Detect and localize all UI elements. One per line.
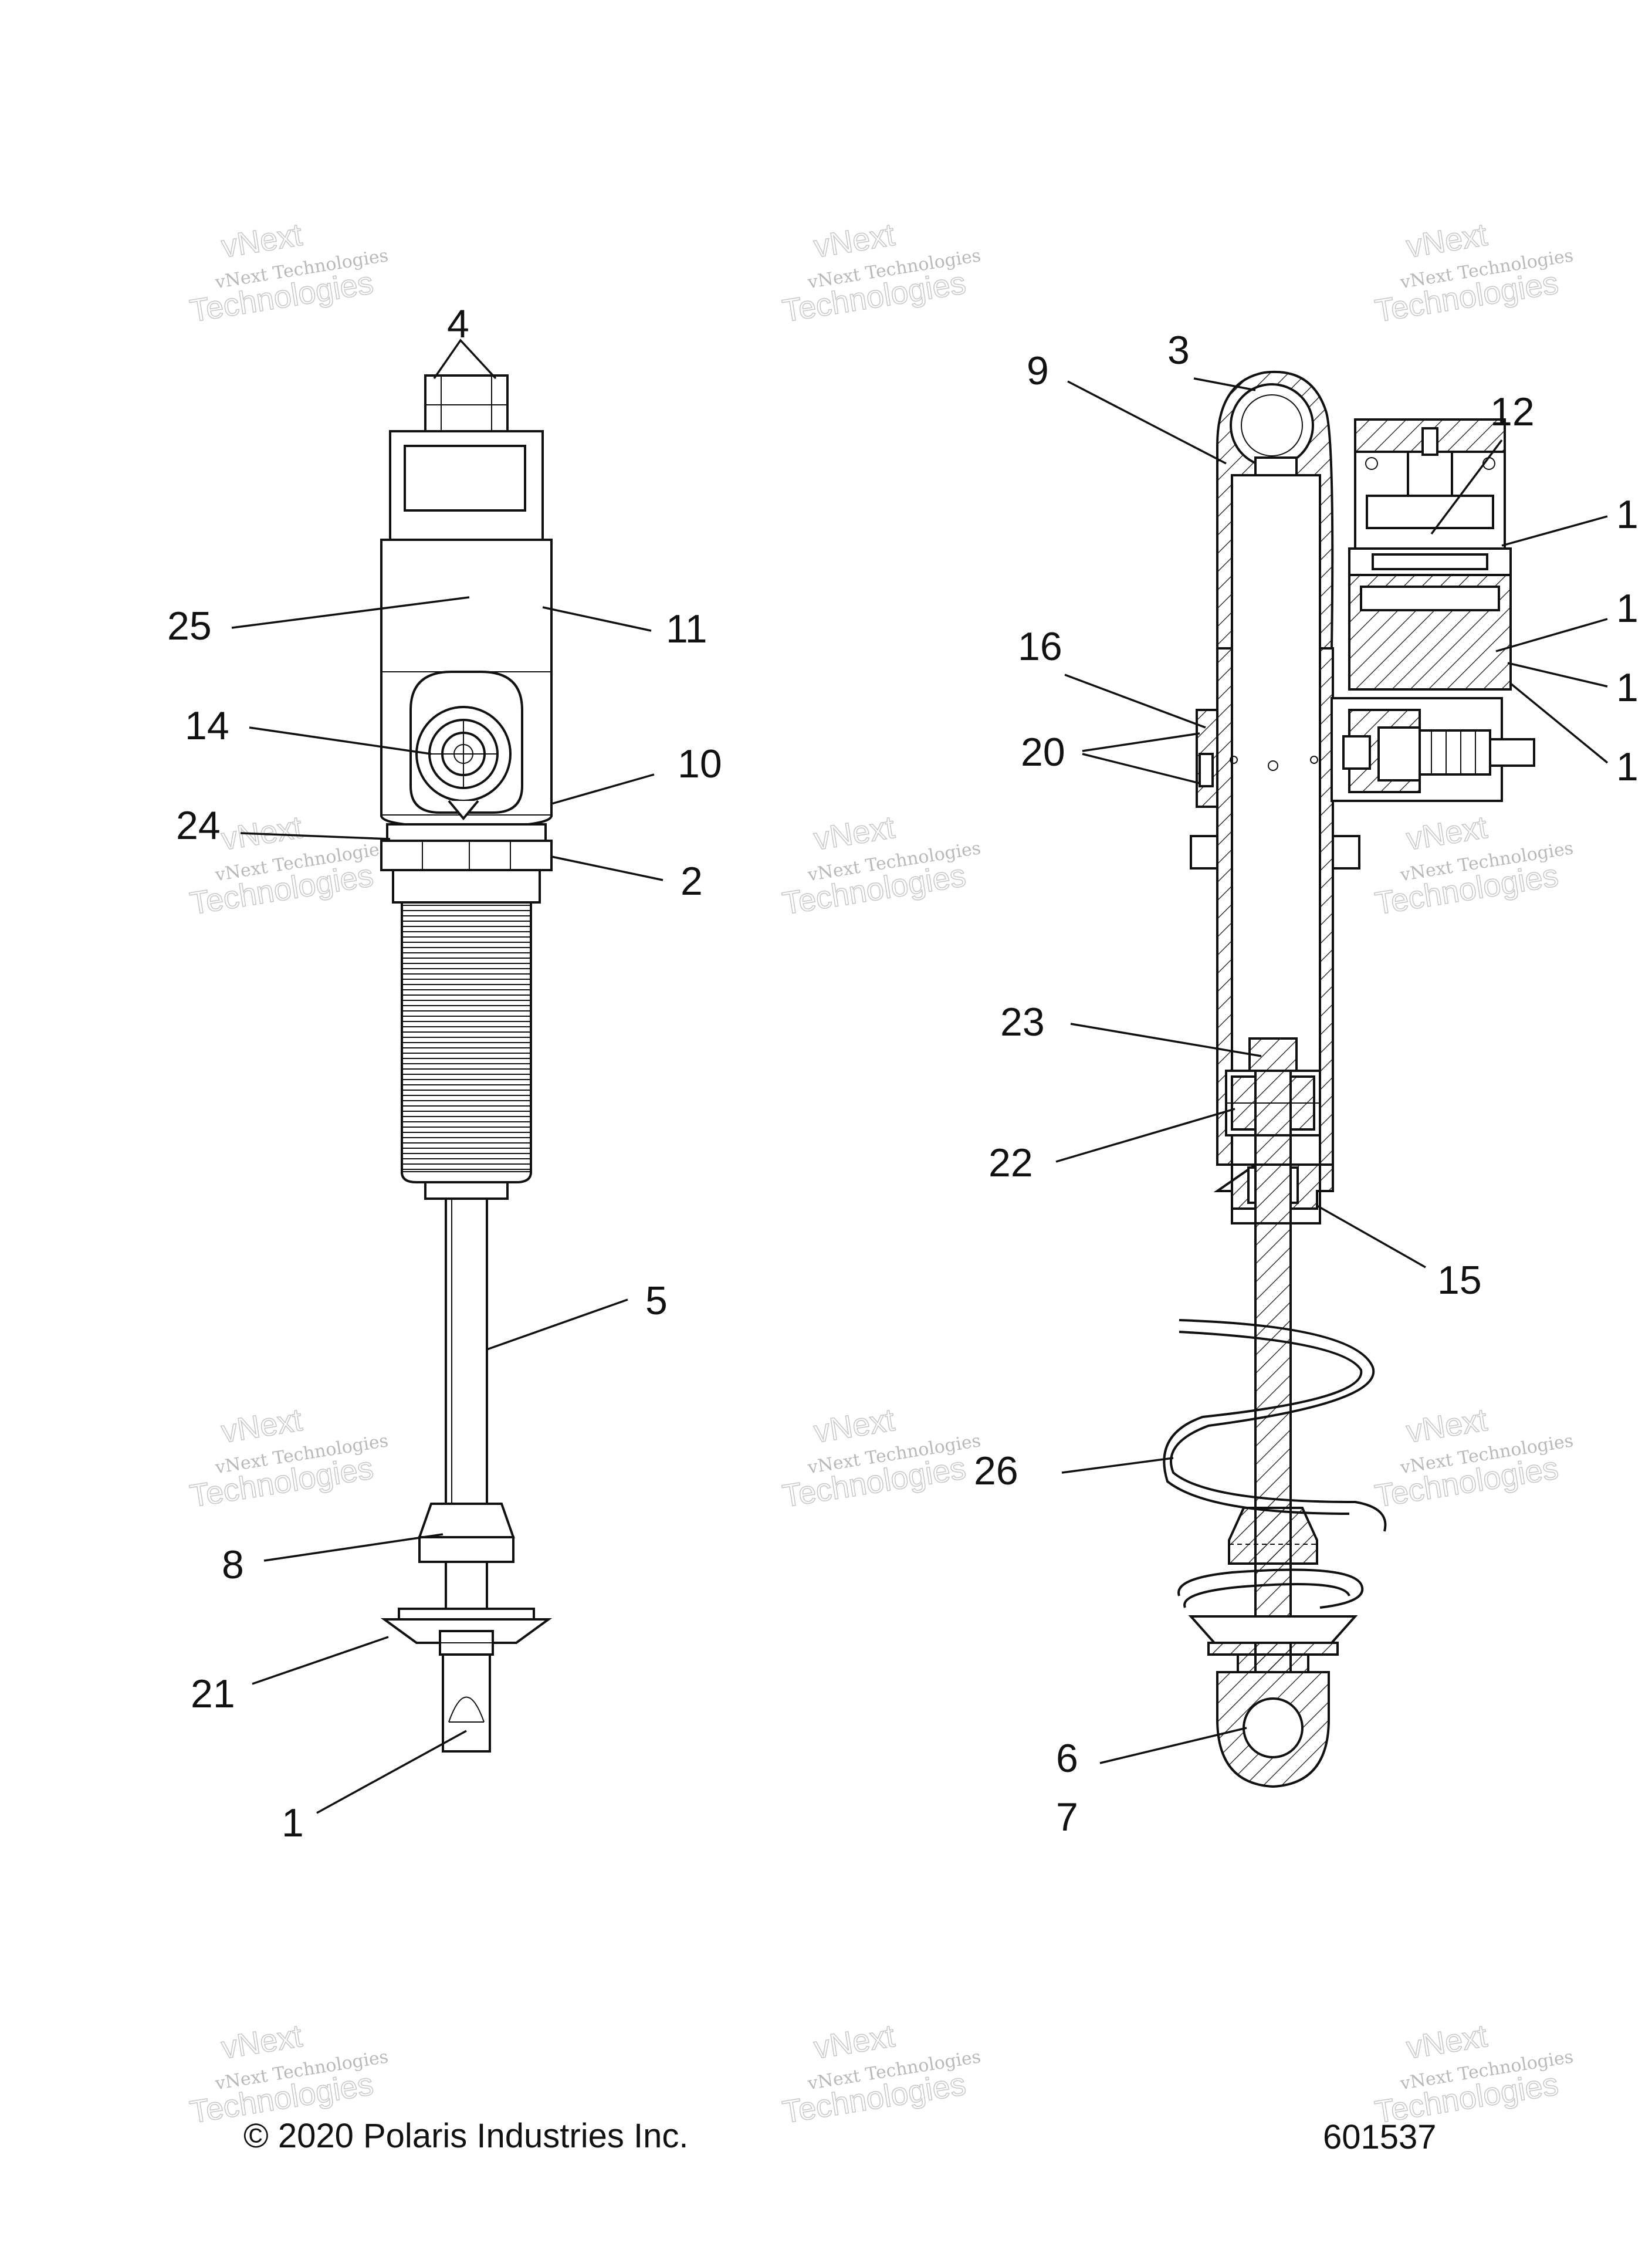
leader-25 xyxy=(231,596,470,629)
callout-1-c: 1 xyxy=(1616,665,1639,710)
figure-number: 601537 xyxy=(1323,2118,1437,2156)
part-5-shaft xyxy=(445,1197,488,1505)
callout-16: 16 xyxy=(1018,624,1062,669)
reservoir-piston xyxy=(1348,547,1512,691)
leader-r1d xyxy=(1509,682,1609,764)
part-21-spring-retainer xyxy=(380,1608,553,1656)
leader-r1b xyxy=(1495,618,1608,652)
callout-5: 5 xyxy=(645,1278,668,1323)
watermark: vNext vNext Technologies Technologies xyxy=(187,216,390,329)
part-12-reservoir-cap xyxy=(1354,418,1506,550)
leader-15 xyxy=(1316,1205,1426,1268)
leader-r1c xyxy=(1507,662,1608,688)
part-8-bump-stop xyxy=(418,1503,515,1563)
watermark: vNext vNext Technologies Technologies xyxy=(780,1402,982,1514)
leader-26 xyxy=(1061,1457,1174,1474)
leader-22 xyxy=(1055,1108,1235,1163)
callout-8: 8 xyxy=(222,1542,244,1587)
leader-14 xyxy=(249,726,432,755)
watermark-brand: vNext xyxy=(219,217,304,265)
watermark: vNext vNext Technologies Technologies xyxy=(1372,216,1575,329)
watermark-brand: vNext xyxy=(1404,2018,1489,2066)
callout-12: 12 xyxy=(1490,390,1535,434)
callout-4: 4 xyxy=(447,302,469,346)
watermark-brand: vNext xyxy=(219,1402,304,1450)
leader-3 xyxy=(1193,377,1256,391)
callout-23: 23 xyxy=(1000,1000,1045,1044)
leader-8 xyxy=(263,1533,444,1562)
part-2-preload-ring xyxy=(380,840,553,904)
leader-23 xyxy=(1070,1023,1262,1057)
right-bump-stop xyxy=(1228,1507,1318,1565)
threaded-shock-body xyxy=(401,901,532,1200)
watermark: vNext vNext Technologies Technologies xyxy=(1372,1402,1575,1514)
watermark: vNext vNext Technologies Technologies xyxy=(187,2018,390,2130)
callout-24: 24 xyxy=(176,803,221,848)
callout-26: 26 xyxy=(974,1449,1018,1493)
leader-16 xyxy=(1064,674,1206,729)
watermark-brand: vNext xyxy=(219,2018,304,2066)
watermark: vNext vNext Technologies Technologies xyxy=(780,809,982,922)
right-shaft xyxy=(1254,1070,1292,1673)
watermark: vNext vNext Technologies Technologies xyxy=(1372,809,1575,922)
left-shock-assembly xyxy=(380,374,553,1753)
callout-1-b: 1 xyxy=(1616,586,1639,631)
leader-2 xyxy=(551,855,663,881)
callout-11: 11 xyxy=(666,607,707,651)
watermark-brand: vNext xyxy=(811,1402,897,1450)
leader-4 xyxy=(433,339,497,380)
callout-6: 6 xyxy=(1056,1736,1078,1781)
callout-2: 2 xyxy=(681,859,703,904)
leader-21 xyxy=(252,1636,389,1685)
part-24-lock-ring xyxy=(386,823,547,842)
leader-20 xyxy=(1082,732,1200,784)
callout-1-d: 1 xyxy=(1616,745,1639,789)
callout-1-a: 1 xyxy=(1616,492,1639,537)
watermark-brand: vNext xyxy=(1404,217,1489,265)
leader-12 xyxy=(1430,439,1503,535)
right-shock-cutaway xyxy=(1163,370,1535,1788)
part-6-lower-eyelet xyxy=(1188,1615,1358,1788)
callout-15: 15 xyxy=(1437,1258,1482,1303)
part-25-decal xyxy=(404,445,526,512)
watermark-brand: vNext xyxy=(811,217,897,265)
footer: © 2020 Polaris Industries Inc. 601537 xyxy=(243,2117,1437,2156)
part-4-top-cap xyxy=(424,374,509,432)
callout-25: 25 xyxy=(167,604,212,648)
part-1-lower-eyelet xyxy=(442,1653,491,1753)
leader-r1a xyxy=(1501,515,1608,547)
callout-22: 22 xyxy=(989,1141,1033,1185)
watermark-brand: vNext xyxy=(811,2018,897,2066)
leader-10 xyxy=(551,773,655,805)
part-26-coil-spring xyxy=(1163,1319,1387,1609)
callout-1: 1 xyxy=(282,1801,304,1845)
watermark: vNext vNext Technologies Technologies xyxy=(187,1402,390,1514)
watermark: vNext vNext Technologies Technologies xyxy=(780,216,982,329)
watermark-brand: vNext xyxy=(1404,810,1489,857)
leader-11 xyxy=(542,606,652,632)
callout-7: 7 xyxy=(1056,1795,1078,1839)
leader-6 xyxy=(1099,1727,1247,1764)
callout-3: 3 xyxy=(1167,328,1190,373)
watermark-brand: vNext xyxy=(1404,1402,1489,1450)
callout-21: 21 xyxy=(191,1672,235,1716)
callout-labels: 4 25 11 14 10 24 2 5 8 21 1 3 12 9 16 20… xyxy=(167,302,1639,1845)
watermark: vNext vNext Technologies Technologies xyxy=(1372,2018,1575,2130)
callout-10: 10 xyxy=(678,742,722,786)
compression-valve xyxy=(1331,697,1535,802)
callout-14: 14 xyxy=(185,703,229,748)
callout-20: 20 xyxy=(1021,730,1065,774)
leader-24 xyxy=(240,832,391,840)
watermark: vNext vNext Technologies Technologies xyxy=(780,2018,982,2130)
leader-lines xyxy=(231,339,1609,1814)
copyright-text: © 2020 Polaris Industries Inc. xyxy=(243,2117,688,2155)
part-16-side-collar xyxy=(1190,709,1360,870)
leader-1 xyxy=(316,1730,467,1814)
leader-5 xyxy=(486,1298,628,1351)
part-14-adjuster-knob xyxy=(415,706,512,821)
leader-9 xyxy=(1067,380,1227,465)
callout-9: 9 xyxy=(1027,349,1049,393)
watermark-brand: vNext xyxy=(811,810,897,857)
